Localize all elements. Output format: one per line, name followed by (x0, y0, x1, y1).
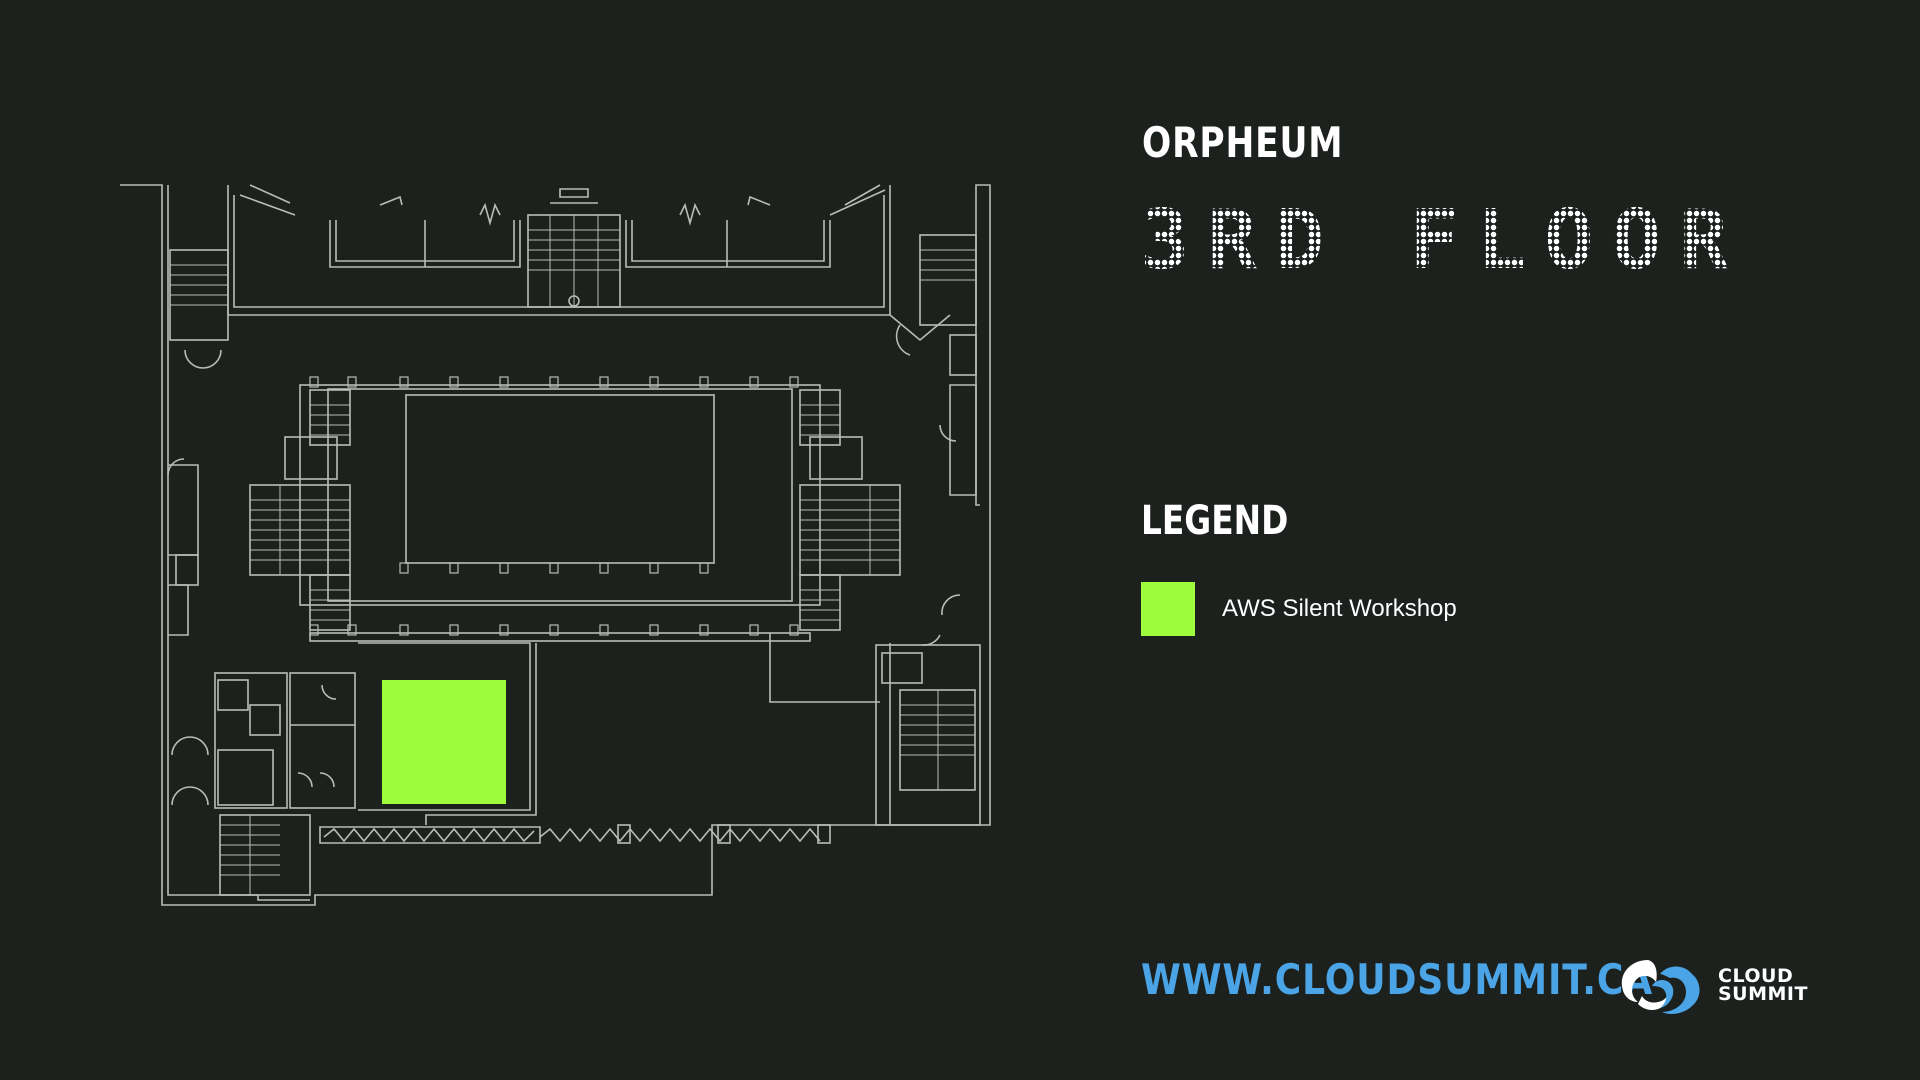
legend-item: AWS Silent Workshop (1141, 582, 1457, 636)
logo-text: CLOUD SUMMIT (1718, 965, 1808, 1005)
legend-label: AWS Silent Workshop (1222, 595, 1457, 622)
floor-title: 3RD FLOOR (1140, 193, 1747, 288)
aws-silent-workshop-room (382, 680, 506, 804)
atrium-void (405, 394, 715, 564)
atrium-stair-sw (309, 574, 351, 631)
atrium-stair-nw (309, 389, 351, 446)
legend-swatch (1141, 582, 1195, 636)
logo-line1: CLOUD (1718, 965, 1794, 987)
outer-wall-inner (167, 185, 310, 901)
south-zigzag (323, 827, 535, 843)
north-room-right (625, 220, 831, 268)
atrium-stair-ne (799, 389, 841, 446)
restroom-block (214, 672, 288, 809)
cloud-summit-logo-icon (1621, 960, 1700, 1014)
website-link[interactable]: WWW.CLOUDSUMMIT.CA (1141, 955, 1654, 1004)
atrium-outer (299, 384, 821, 606)
south-hall (358, 642, 531, 811)
logo-line2: SUMMIT (1718, 983, 1808, 1005)
north-room-right-inner (631, 220, 825, 262)
atrium-inner (327, 388, 793, 602)
atrium-stair-se (799, 574, 841, 631)
north-wall-inner (233, 195, 885, 308)
venue-title: ORPHEUM (1142, 118, 1344, 167)
cloud-summit-logo: CLOUD SUMMIT (1612, 950, 1842, 1020)
legend-title: LEGEND (1141, 498, 1289, 544)
floor-plan (120, 184, 991, 906)
